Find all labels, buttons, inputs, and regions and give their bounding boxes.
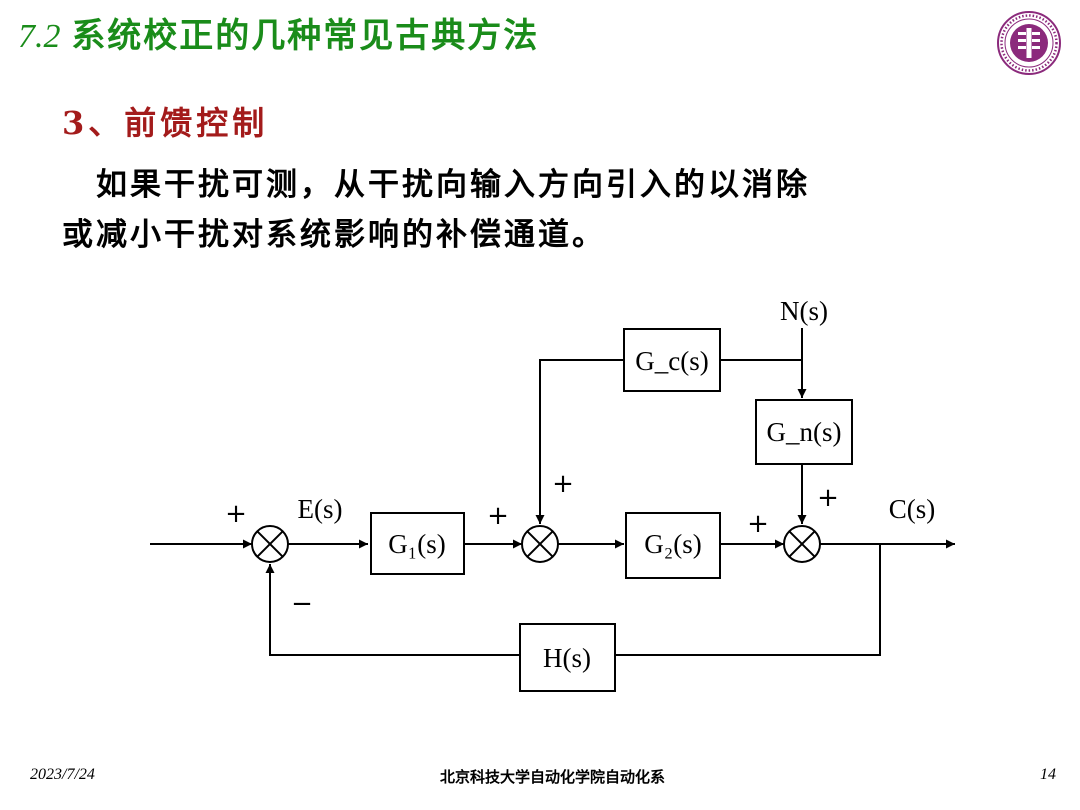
footer-organization: 北京科技大学自动化学院自动化系 (440, 768, 666, 786)
gn-label: G_n(s) (767, 417, 842, 447)
footer-page-number: 14 (1040, 766, 1056, 783)
sum1-feedback-sign: − (291, 589, 313, 619)
footer-date: 2023/7/24 (30, 766, 95, 783)
title-text: 系统校正的几种常见古典方法 (71, 16, 540, 56)
gc-block (623, 328, 721, 392)
output-signal-label: C(s) (889, 494, 936, 524)
paragraph-line-2: 或减小干扰对系统影响的补偿通道。 (62, 217, 606, 253)
g2-block (625, 512, 721, 579)
sum2-input-sign: + (487, 501, 509, 531)
section-heading: 3、前馈控制 (62, 104, 269, 142)
description-paragraph: 如果干扰可测，从干扰向输入方向引入的以消除 或减小干扰对系统影响的补偿通道。 (62, 160, 1002, 260)
disturbance-signal-label: N(s) (780, 296, 828, 326)
university-logo-icon (997, 11, 1061, 75)
g1-label: G₁(s) (388, 529, 445, 559)
sum3-disturbance-sign: + (817, 483, 839, 513)
error-signal-label: E(s) (298, 494, 343, 524)
section-number: 7.2 (18, 18, 61, 55)
gc-label: G_c(s) (635, 346, 708, 376)
h-label: H(s) (543, 643, 591, 673)
g1-block (370, 512, 465, 575)
sum3-input-sign: + (747, 509, 769, 539)
feedback-line-left (265, 564, 520, 656)
feedback-line-right (615, 544, 881, 656)
gn-block (755, 399, 853, 465)
summing-junction-2-icon (521, 525, 559, 563)
paragraph-line-1: 如果干扰可测，从干扰向输入方向引入的以消除 (96, 167, 810, 203)
summing-junction-1-icon (251, 525, 289, 563)
gc-to-sum2-line (535, 359, 624, 524)
summing-junction-3-icon (783, 525, 821, 563)
g2-label: G₂(s) (644, 529, 701, 559)
sum1-input-sign: + (225, 499, 247, 529)
slide-title: 7.2 系统校正的几种常见古典方法 (18, 8, 539, 57)
h-block (519, 623, 616, 692)
sum2-feedforward-sign: + (552, 469, 574, 499)
